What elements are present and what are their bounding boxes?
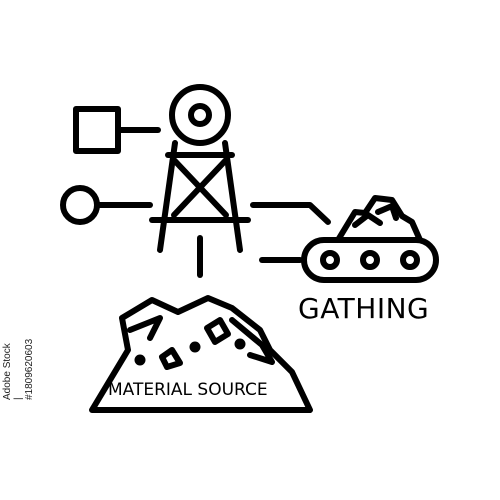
connector-line (250, 202, 331, 225)
circle-node-icon (60, 185, 153, 225)
material-source-label: MATERIAL SOURCE (108, 380, 268, 400)
gathering-label: GATHING (298, 292, 430, 325)
tower-icon (149, 84, 251, 278)
stock-id: Adobe Stock | #1809620603 (2, 338, 35, 400)
ore-pile-icon (89, 295, 313, 413)
conveyor-icon (301, 195, 439, 283)
square-node-icon (73, 106, 161, 154)
